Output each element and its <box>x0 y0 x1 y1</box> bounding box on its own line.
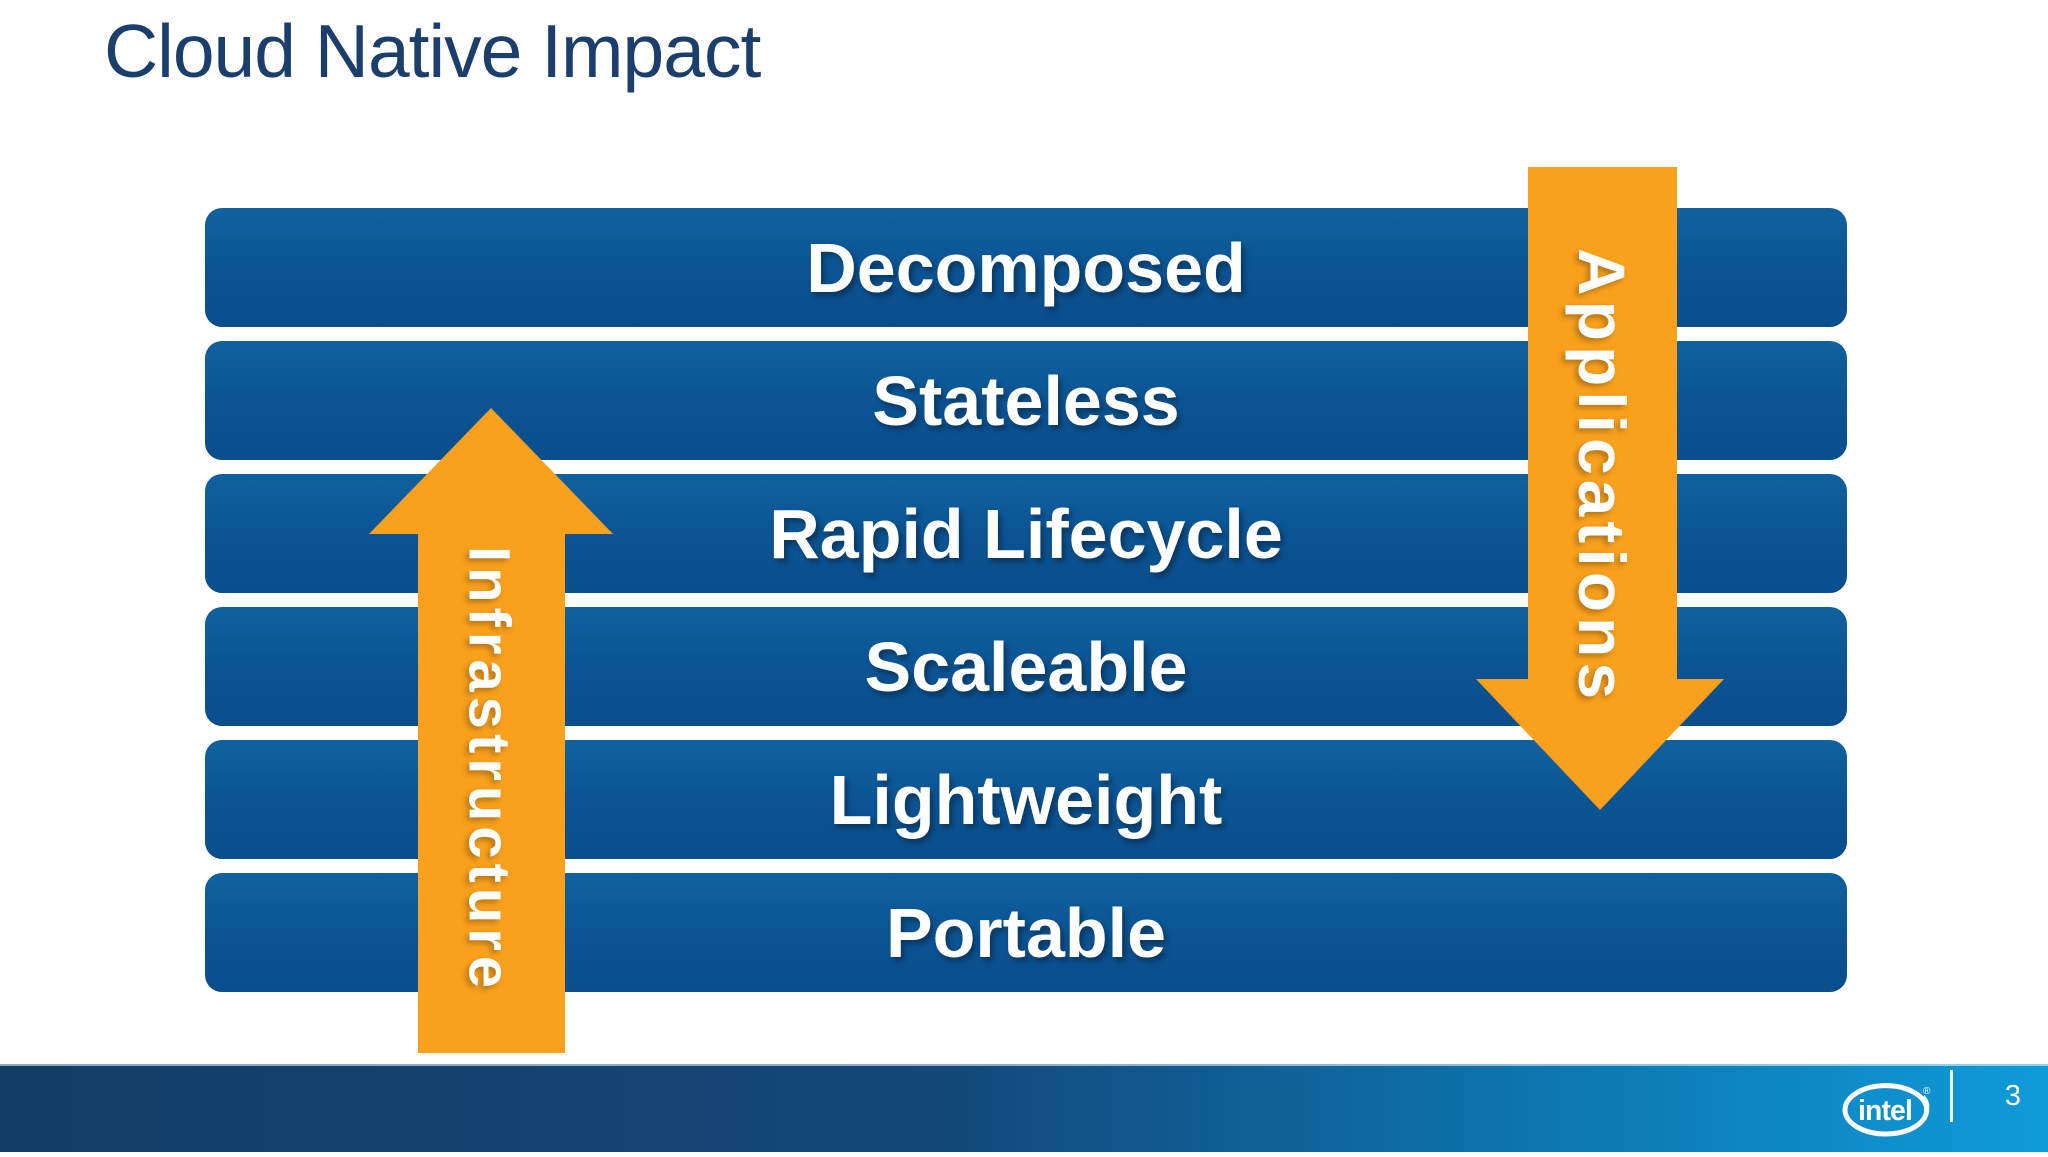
intel-logo-icon: intel ® <box>1842 1083 1931 1137</box>
slide-title: Cloud Native Impact <box>104 9 761 93</box>
bar-label: Decomposed <box>806 228 1246 307</box>
intel-logo-text: intel <box>1858 1095 1912 1127</box>
bar-label: Rapid Lifecycle <box>769 494 1283 573</box>
bar-label: Lightweight <box>829 760 1223 839</box>
registered-mark: ® <box>1923 1086 1931 1097</box>
applications-arrow-label: Applications <box>1565 247 1639 705</box>
footer-bar: intel ® 3 <box>0 1064 2048 1152</box>
page-number: 3 <box>2004 1080 2022 1112</box>
bar-label: Scaleable <box>864 627 1188 706</box>
infrastructure-arrow-label: Infrastructure <box>456 546 522 994</box>
bar-label: Portable <box>885 893 1167 972</box>
footer-divider <box>1950 1070 1953 1122</box>
bar-label: Stateless <box>872 361 1180 440</box>
